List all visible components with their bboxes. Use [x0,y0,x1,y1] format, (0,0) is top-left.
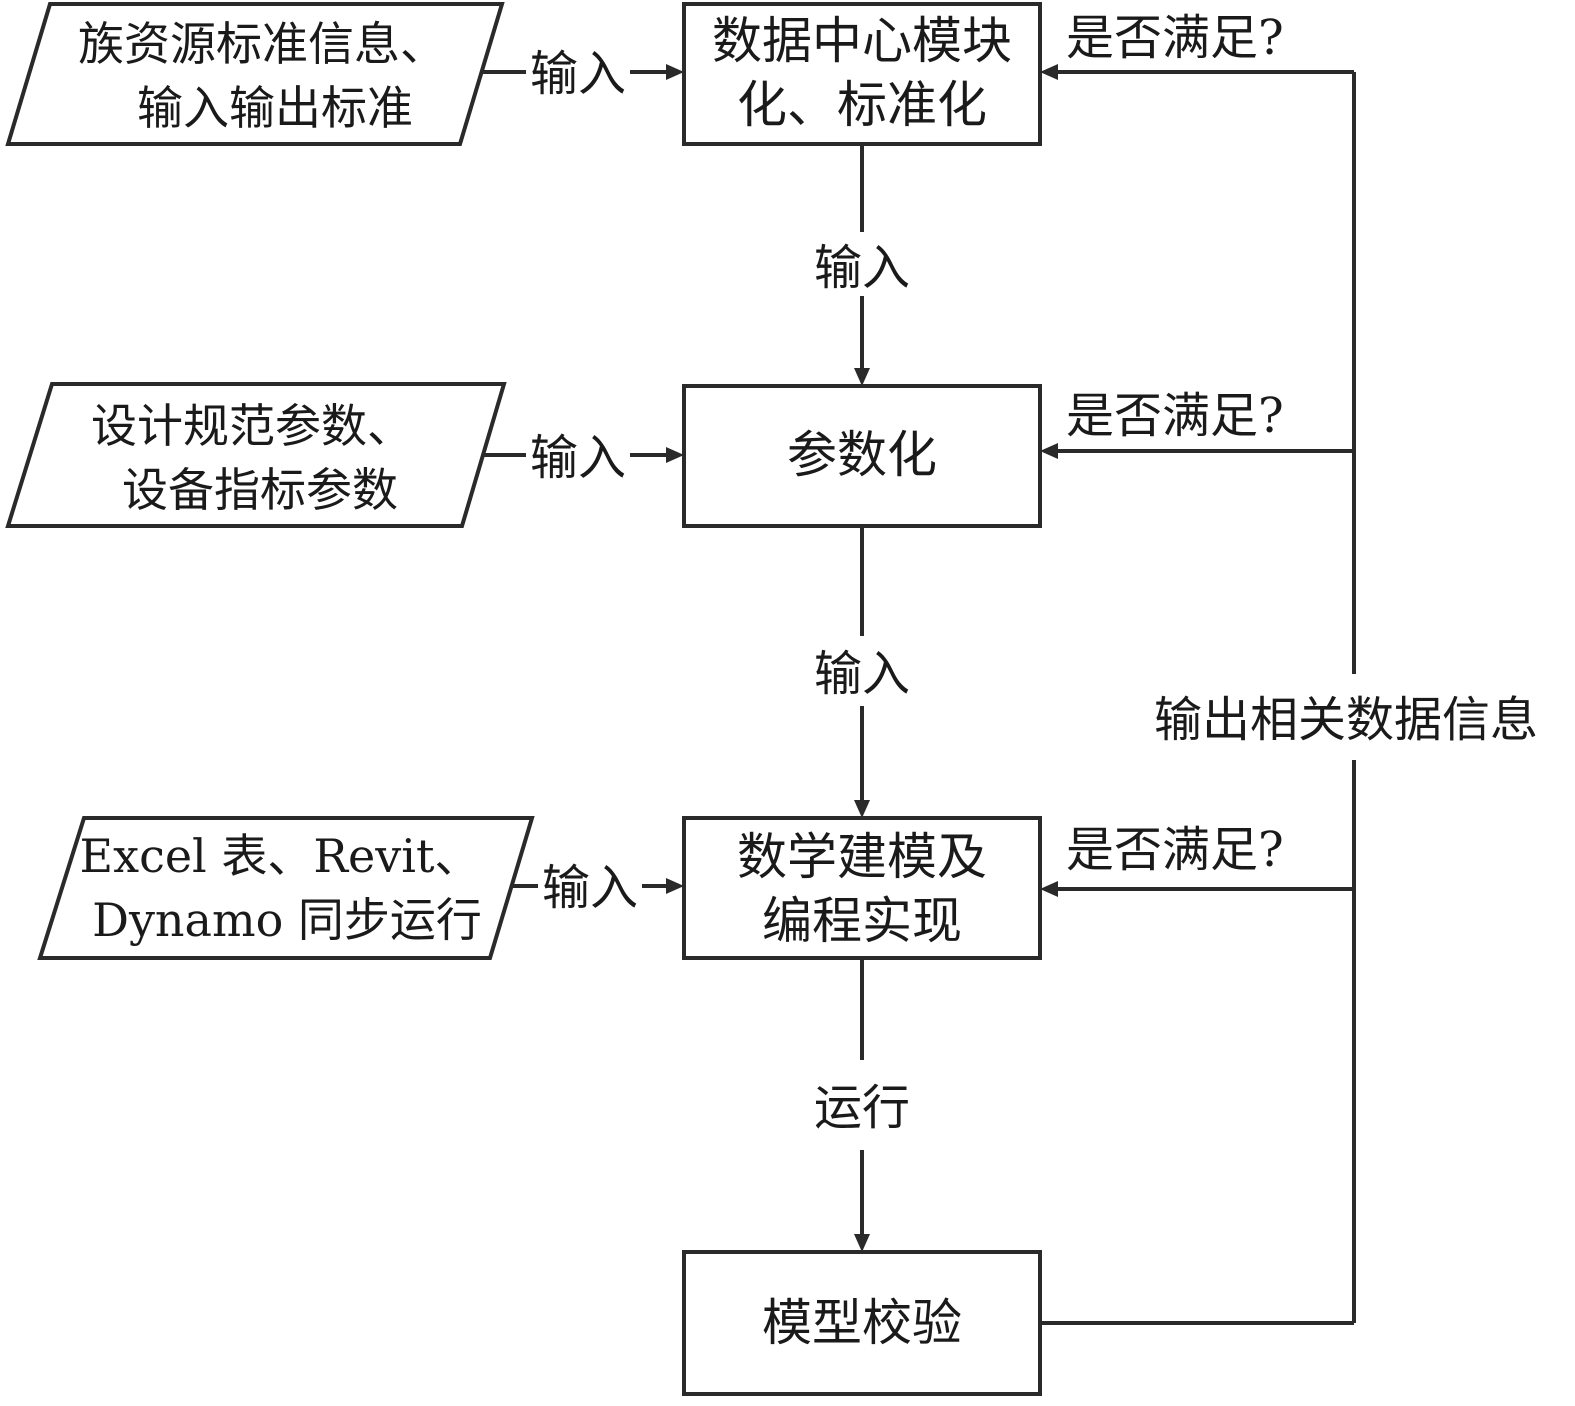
box-parameterize: 参数化 [682,384,1042,528]
feedback-loop: 是否满足? 是否满足? 是否满足? 输出相关数据信息 [1040,10,1568,1325]
arrowhead-icon [666,64,684,80]
input-design-params: 设计规范参数、 设备指标参数 [5,382,507,528]
box-parameterize-label: 参数化 [787,426,937,484]
box-validation: 模型校验 [682,1250,1042,1396]
edge-design-to-parameterize: 输入 [483,428,684,486]
edge-tools-to-modeling: 输入 [511,858,684,916]
edge-family-to-datacenter: 输入 [481,44,684,102]
input-tools: Excel 表、Revit、 Dynamo 同步运行 [37,816,535,960]
arrowhead-icon [854,368,870,386]
edge-label-input: 输入 [814,240,910,296]
arrowhead-icon [1040,64,1058,80]
edge-datacenter-to-parameterize: 输入 [800,144,924,386]
input-tools-line2: Dynamo 同步运行 [92,893,482,947]
edge-label-input: 输入 [530,46,626,102]
input-family-resources-line2: 输入输出标准 [137,81,413,135]
input-design-params-line1: 设计规范参数、 [91,399,413,453]
arrowhead-icon [854,800,870,818]
edge-label-output: 输出相关数据信息 [1154,692,1538,748]
box-modeling-line1: 数学建模及 [737,828,987,886]
arrowhead-icon [666,447,684,463]
edge-label-satisfied: 是否满足? [1066,10,1284,66]
edge-label-input: 输入 [530,430,626,486]
arrowhead-icon [666,878,684,894]
box-data-center-line2: 化、标准化 [737,76,987,134]
edge-label-satisfied: 是否满足? [1066,822,1284,878]
arrowhead-icon [1040,443,1058,459]
box-modeling: 数学建模及 编程实现 [682,816,1042,960]
box-data-center-line1: 数据中心模块 [712,12,1012,70]
edge-label-satisfied: 是否满足? [1066,388,1284,444]
edge-parameterize-to-modeling: 输入 [800,526,924,818]
box-validation-label: 模型校验 [762,1294,962,1352]
arrowhead-icon [854,1234,870,1252]
input-family-resources: 族资源标准信息、 输入输出标准 [5,2,505,146]
input-design-params-line2: 设备指标参数 [122,463,398,517]
edge-modeling-to-validation: 运行 [800,958,924,1252]
edge-label-run: 运行 [814,1080,910,1136]
box-data-center: 数据中心模块 化、标准化 [682,2,1042,146]
edge-label-input: 输入 [542,860,638,916]
box-modeling-line2: 编程实现 [762,892,962,950]
input-tools-line1: Excel 表、Revit、 [80,829,481,883]
edge-label-input: 输入 [814,646,910,702]
input-family-resources-line1: 族资源标准信息、 [78,17,446,71]
arrowhead-icon [1040,881,1058,897]
